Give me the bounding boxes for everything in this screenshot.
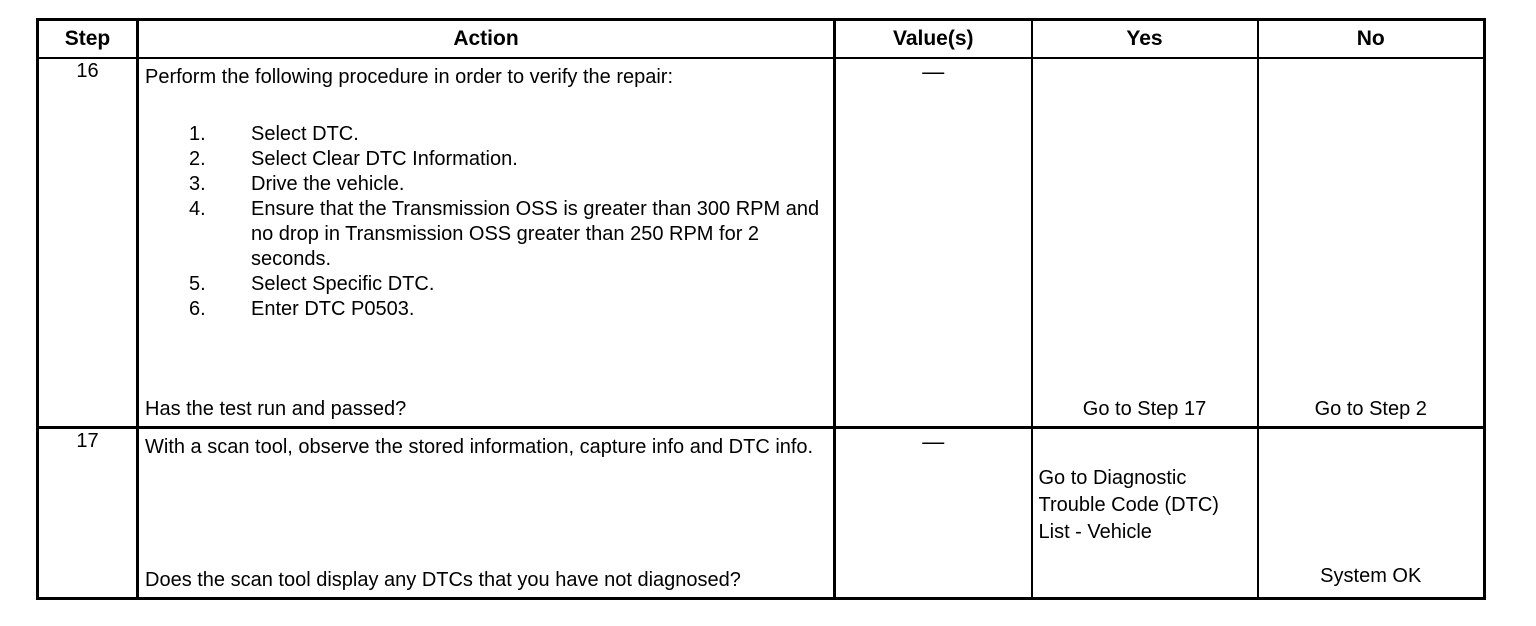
step-no-result: Go to Step 2 bbox=[1256, 57, 1486, 429]
step-value: — bbox=[833, 57, 1033, 429]
step-action-cell: With a scan tool, observe the stored inf… bbox=[136, 426, 836, 600]
list-item: 4. Ensure that the Transmission OSS is g… bbox=[145, 197, 827, 272]
step-yes-result: Go to Step 17 bbox=[1030, 57, 1259, 429]
action-question-text: Does the scan tool display any DTCs that… bbox=[145, 569, 741, 591]
list-item-number: 2. bbox=[189, 148, 206, 170]
column-header-step: Step bbox=[36, 18, 139, 59]
list-item-number: 6. bbox=[189, 298, 206, 320]
action-intro-text: With a scan tool, observe the stored inf… bbox=[145, 436, 814, 458]
table-row: 17 With a scan tool, observe the stored … bbox=[36, 426, 1486, 600]
action-intro-text: Perform the following procedure in order… bbox=[145, 66, 674, 88]
list-item-label: Select Clear DTC Information. bbox=[251, 148, 518, 170]
no-result-label: Go to Step 2 bbox=[1314, 398, 1427, 420]
column-header-no: No bbox=[1256, 18, 1486, 59]
step-number: 17 bbox=[36, 426, 139, 600]
list-item-label: Drive the vehicle. bbox=[251, 173, 405, 195]
list-item-number: 4. bbox=[189, 198, 206, 220]
list-item-label: Select DTC. bbox=[251, 123, 359, 145]
column-header-values: Value(s) bbox=[833, 18, 1033, 59]
step-action-cell: Perform the following procedure in order… bbox=[136, 57, 836, 429]
list-item: 5. Select Specific DTC. bbox=[145, 272, 827, 297]
list-item-label: Select Specific DTC. bbox=[251, 273, 435, 295]
step-yes-result: Go to Diagnostic Trouble Code (DTC) List… bbox=[1030, 426, 1259, 600]
list-item-number: 1. bbox=[189, 123, 206, 145]
list-item: 2. Select Clear DTC Information. bbox=[145, 147, 827, 172]
action-question-text: Has the test run and passed? bbox=[145, 398, 407, 420]
list-item-label: Ensure that the Transmission OSS is grea… bbox=[251, 198, 820, 270]
step-number: 16 bbox=[36, 57, 139, 429]
yes-result-label: Go to Step 17 bbox=[1082, 398, 1207, 420]
list-item-number: 3. bbox=[189, 173, 206, 195]
step-value: — bbox=[833, 426, 1033, 600]
yes-result-label: Go to Diagnostic Trouble Code (DTC) List… bbox=[1038, 467, 1219, 543]
list-item: 1. Select DTC. bbox=[145, 122, 827, 147]
table-header: Step Action Value(s) Yes No bbox=[36, 18, 1486, 59]
list-item-number: 5. bbox=[189, 273, 206, 295]
list-item: 6. Enter DTC P0503. bbox=[145, 297, 827, 322]
column-header-action: Action bbox=[136, 18, 836, 59]
header-row: Step Action Value(s) Yes No bbox=[36, 18, 1486, 59]
table-body: 16 Perform the following procedure in or… bbox=[36, 57, 1486, 600]
action-step-list: 1. Select DTC. 2. Select Clear DTC Infor… bbox=[145, 122, 827, 322]
list-item-label: Enter DTC P0503. bbox=[251, 298, 415, 320]
column-header-yes: Yes bbox=[1030, 18, 1259, 59]
no-result-label: System OK bbox=[1320, 565, 1422, 587]
list-item: 3. Drive the vehicle. bbox=[145, 172, 827, 197]
table-row: 16 Perform the following procedure in or… bbox=[36, 57, 1486, 429]
step-no-result: System OK bbox=[1256, 426, 1486, 600]
diagnostic-procedure-table: Step Action Value(s) Yes No 16 Perform t… bbox=[36, 18, 1486, 600]
